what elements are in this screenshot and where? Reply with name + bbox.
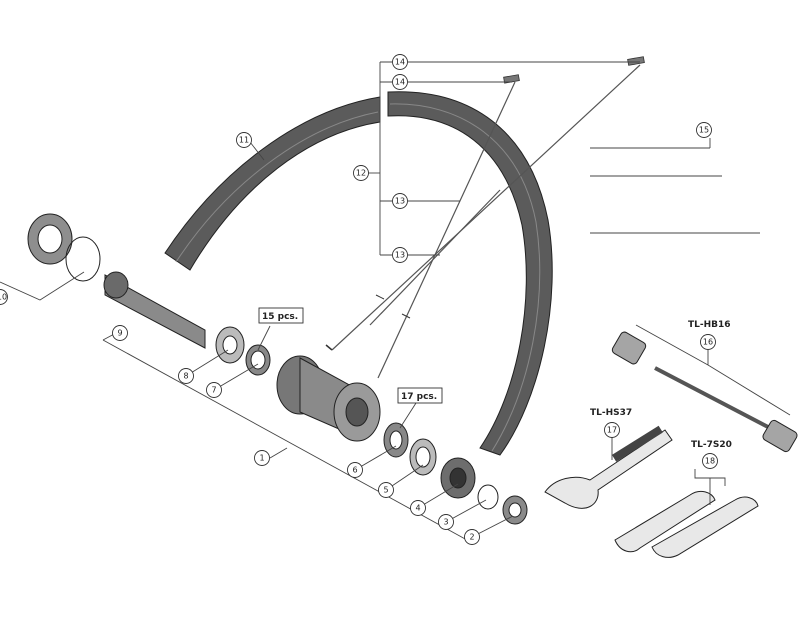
svg-text:8: 8 xyxy=(183,372,188,381)
svg-text:4: 4 xyxy=(415,504,420,513)
tool-tl-hs37 xyxy=(544,425,673,509)
callout-13-lower: 13 xyxy=(392,247,408,263)
axle-right-parts xyxy=(383,422,528,525)
tool-label-tl-7s20: TL-7S20 xyxy=(691,440,732,450)
callout-3: 3 xyxy=(438,514,454,530)
svg-text:TL-HB16: TL-HB16 xyxy=(688,320,731,330)
callout-14-top: 14 xyxy=(392,54,408,70)
spokes xyxy=(325,56,645,379)
hub-body xyxy=(276,355,381,442)
svg-text:11: 11 xyxy=(239,136,249,145)
spoke-upper xyxy=(377,81,516,379)
tool-tl-hb16 xyxy=(611,331,798,453)
svg-text:2: 2 xyxy=(469,533,474,542)
svg-text:14: 14 xyxy=(395,58,405,67)
callout-1: 1 xyxy=(254,450,270,466)
qty-label-15-pcs: 15 pcs. xyxy=(258,307,304,324)
callout-17: 17 xyxy=(604,422,620,438)
lock-ring-spacer xyxy=(65,236,101,282)
o-ring-3 xyxy=(477,484,499,510)
spoke-cross xyxy=(369,189,501,326)
callout-18: 18 xyxy=(702,453,718,469)
callout-6: 6 xyxy=(347,462,363,478)
svg-text:10: 10 xyxy=(0,293,7,302)
svg-text:12: 12 xyxy=(356,169,366,178)
svg-text:15 pcs.: 15 pcs. xyxy=(262,312,298,322)
spoke-nipple-top-right xyxy=(627,56,645,66)
svg-text:13: 13 xyxy=(395,251,405,260)
svg-text:5: 5 xyxy=(383,486,388,495)
svg-text:18: 18 xyxy=(705,457,715,466)
rim xyxy=(164,91,553,456)
svg-text:6: 6 xyxy=(352,466,357,475)
callout-9: 9 xyxy=(112,325,128,341)
leader-lines xyxy=(0,61,791,541)
callout-2: 2 xyxy=(464,529,480,545)
svg-text:14: 14 xyxy=(395,78,405,87)
callout-15: 15 xyxy=(696,122,712,138)
callout-12: 12 xyxy=(353,165,369,181)
callout-7: 7 xyxy=(206,382,222,398)
callout-16: 16 xyxy=(700,334,716,350)
svg-text:13: 13 xyxy=(395,197,405,206)
spoke-hook xyxy=(325,344,333,351)
qty-label-17-pcs: 17 pcs. xyxy=(397,387,443,404)
spoke-long xyxy=(331,64,641,351)
callout-10: 10 xyxy=(0,289,8,305)
svg-text:3: 3 xyxy=(443,518,448,527)
svg-text:17 pcs.: 17 pcs. xyxy=(401,392,437,402)
callout-11: 11 xyxy=(236,132,252,148)
svg-text:TL-7S20: TL-7S20 xyxy=(691,440,732,450)
callout-4: 4 xyxy=(410,500,426,516)
svg-text:TL-HS37: TL-HS37 xyxy=(590,408,632,418)
svg-text:15: 15 xyxy=(699,126,709,135)
svg-text:17: 17 xyxy=(607,426,617,435)
tool-label-tl-hs37: TL-HS37 xyxy=(590,408,632,418)
axle-left-parts xyxy=(27,213,271,376)
callout-14-second: 14 xyxy=(392,74,408,90)
svg-text:7: 7 xyxy=(211,386,216,395)
callout-8: 8 xyxy=(178,368,194,384)
spoke-nipple-top-middle xyxy=(503,74,520,84)
svg-text:9: 9 xyxy=(117,329,122,338)
svg-text:16: 16 xyxy=(703,338,713,347)
svg-text:1: 1 xyxy=(259,454,264,463)
callout-5: 5 xyxy=(378,482,394,498)
callout-13-upper: 13 xyxy=(392,193,408,209)
tool-label-tl-hb16: TL-HB16 xyxy=(688,320,731,330)
tool-tl-7s20 xyxy=(614,490,759,558)
